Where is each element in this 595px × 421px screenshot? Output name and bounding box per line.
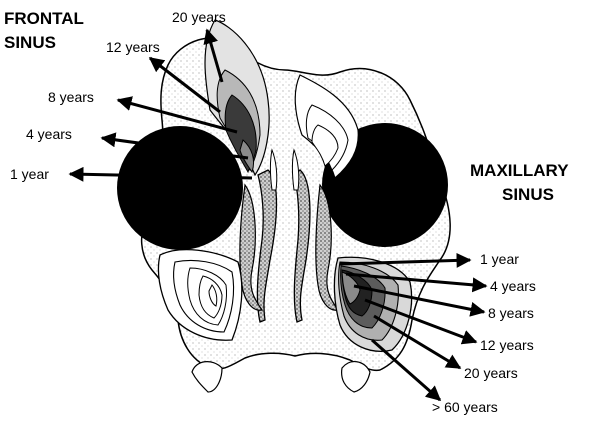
maxillary-age-label: 12 years bbox=[480, 337, 534, 353]
maxillary-title-line2: SINUS bbox=[502, 185, 554, 204]
frontal-age-label: 8 years bbox=[48, 89, 94, 105]
maxillary-age-label: 1 year bbox=[480, 251, 519, 267]
frontal-age-label: 20 years bbox=[172, 9, 226, 25]
maxillary-title-line1: MAXILLARY bbox=[470, 161, 569, 180]
maxillary-age-label: 4 years bbox=[490, 278, 536, 294]
maxillary-age-label: 20 years bbox=[464, 365, 518, 381]
frontal-title-line1: FRONTAL bbox=[4, 9, 84, 28]
frontal-age-label: 4 years bbox=[26, 126, 72, 142]
maxillary-age-label: 8 years bbox=[488, 305, 534, 321]
frontal-age-label: 12 years bbox=[106, 39, 160, 55]
frontal-age-label: 1 year bbox=[10, 166, 49, 182]
maxillary-age-label: > 60 years bbox=[432, 399, 498, 415]
frontal-title-line2: SINUS bbox=[4, 33, 56, 52]
dentition bbox=[192, 362, 370, 392]
left-maxillary-sinus bbox=[158, 250, 241, 341]
left-orbit bbox=[117, 126, 243, 250]
